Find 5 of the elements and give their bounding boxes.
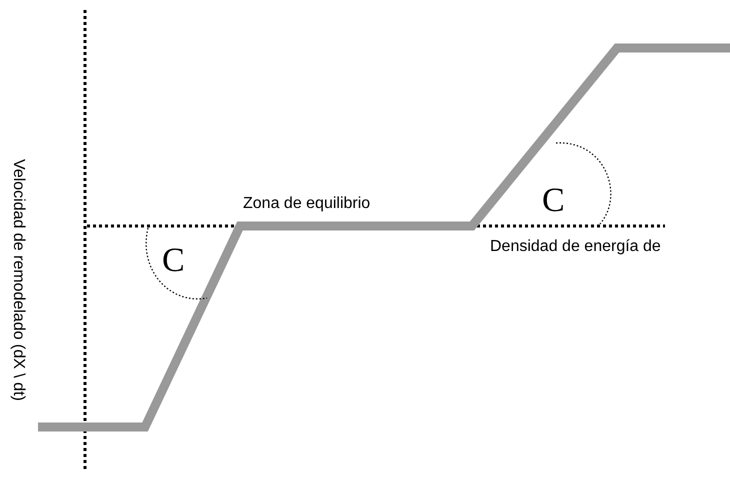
angle-label: C [542,184,565,218]
angle-label: C [162,244,185,278]
zone-label: Zona de equilibrio [243,196,370,212]
axis-label: Densidad de energía de [490,239,661,255]
axis-label: Velocidad de remodelado (dX \ dt) [10,159,26,401]
